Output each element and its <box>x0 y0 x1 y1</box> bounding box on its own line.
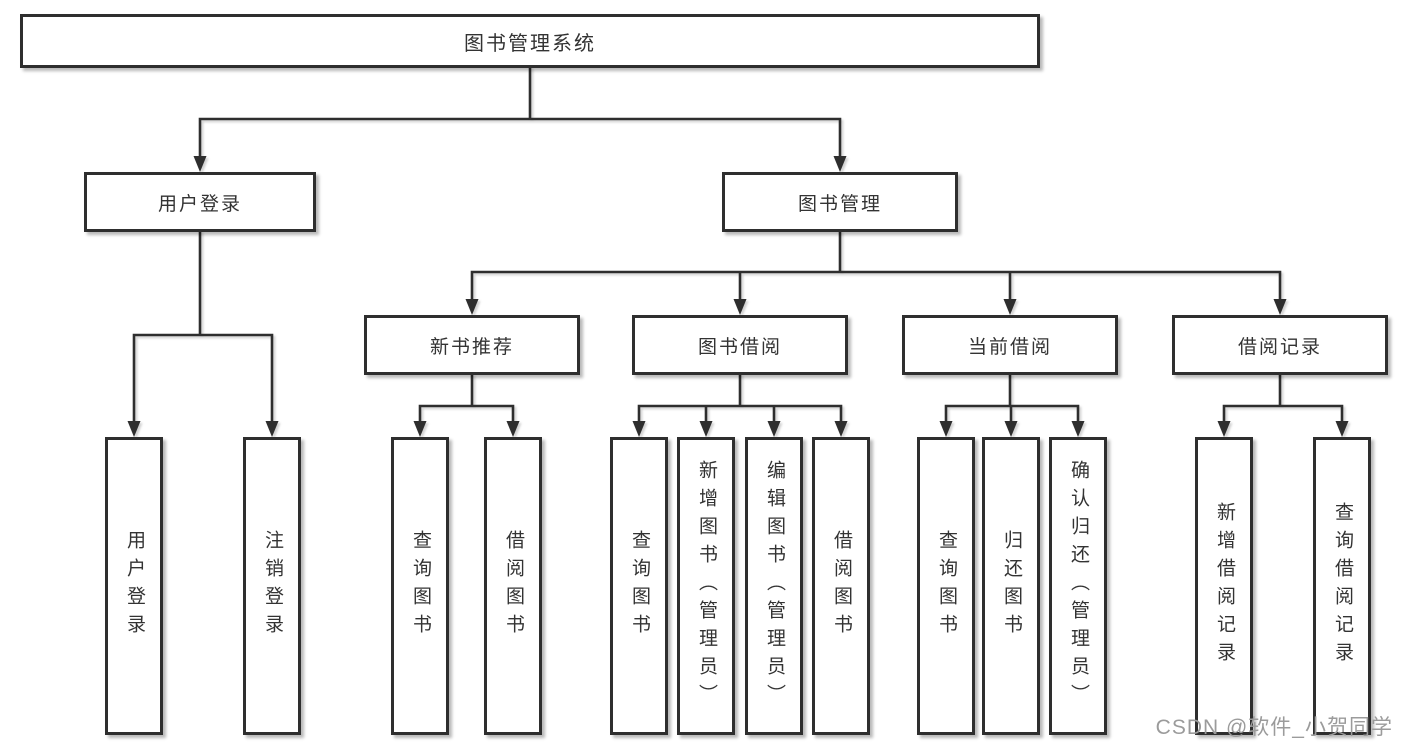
edge-current-borrow-to-children <box>939 373 1085 437</box>
node-current-borrow: 当前借阅 <box>902 315 1118 375</box>
node-leaf-logout: 注销登录 <box>243 437 301 735</box>
node-label: 查询借阅记录 <box>1331 502 1353 670</box>
edge-book-management-to-level3 <box>465 230 1287 315</box>
edge-borrow-records-to-children <box>1217 373 1349 437</box>
node-leaf-add-borrow-record: 新增借阅记录 <box>1195 437 1253 735</box>
node-label: 归还图书 <box>1000 530 1022 642</box>
node-label: 图书管理系统 <box>464 32 596 55</box>
node-leaf-confirm-return-admin: 确认归还（管理员） <box>1049 437 1107 735</box>
node-leaf-edit-books-admin: 编辑图书（管理员） <box>745 437 803 735</box>
edge-root-to-level2 <box>193 66 847 172</box>
node-leaf-return-books: 归还图书 <box>982 437 1040 735</box>
node-label: 借阅图书 <box>830 530 852 642</box>
node-user-login: 用户登录 <box>84 172 316 232</box>
node-leaf-borrow-books-1: 借阅图书 <box>484 437 542 735</box>
node-label: 当前借阅 <box>967 336 1052 358</box>
node-label: 确认归还（管理员） <box>1067 460 1089 712</box>
node-label: 编辑图书（管理员） <box>763 460 785 712</box>
node-label: 借阅图书 <box>502 530 524 642</box>
node-label: 新增借阅记录 <box>1213 502 1235 670</box>
watermark-text: CSDN @软件_小贺同学 <box>1155 716 1393 739</box>
node-label: 用户登录 <box>157 193 242 215</box>
node-leaf-query-books-1: 查询图书 <box>391 437 449 735</box>
edge-book-borrow-to-children <box>632 373 848 437</box>
node-label: 新书推荐 <box>429 336 514 358</box>
node-book-management: 图书管理 <box>722 172 958 232</box>
node-label: 新增图书（管理员） <box>695 460 717 712</box>
node-leaf-query-borrow-record: 查询借阅记录 <box>1313 437 1371 735</box>
edge-user-login-to-children <box>127 230 279 437</box>
node-label: 查询图书 <box>935 530 957 642</box>
node-root-system: 图书管理系统 <box>20 14 1040 68</box>
node-leaf-query-books-3: 查询图书 <box>917 437 975 735</box>
node-leaf-add-books-admin: 新增图书（管理员） <box>677 437 735 735</box>
node-label: 借阅记录 <box>1237 336 1322 358</box>
node-label: 查询图书 <box>628 530 650 642</box>
node-leaf-user-login: 用户登录 <box>105 437 163 735</box>
node-label: 图书管理 <box>797 193 882 215</box>
node-leaf-query-books-2: 查询图书 <box>610 437 668 735</box>
node-label: 图书借阅 <box>697 336 782 358</box>
node-label: 查询图书 <box>409 530 431 642</box>
node-new-book-recommend: 新书推荐 <box>364 315 580 375</box>
node-book-borrow: 图书借阅 <box>632 315 848 375</box>
edge-new-book-recommend-to-children <box>413 373 520 437</box>
node-borrow-records: 借阅记录 <box>1172 315 1388 375</box>
node-leaf-borrow-books-2: 借阅图书 <box>812 437 870 735</box>
node-label: 用户登录 <box>123 530 145 642</box>
node-label: 注销登录 <box>261 530 283 642</box>
